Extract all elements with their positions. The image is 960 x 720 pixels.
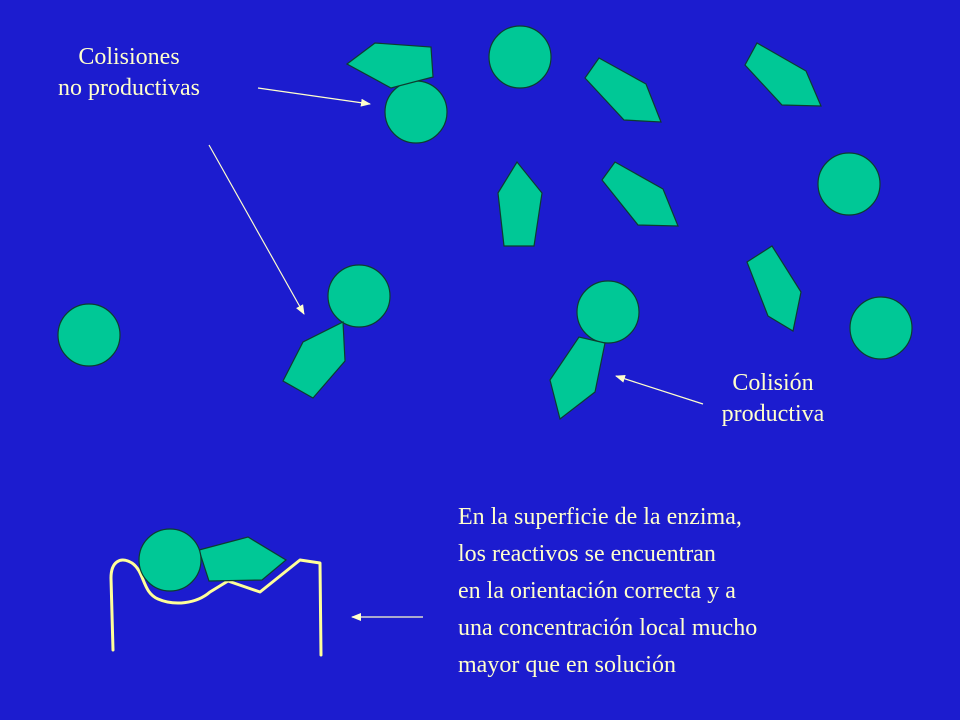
pentagon-molecule [497, 160, 543, 247]
label-line: productiva [721, 401, 825, 427]
bound-pentagon-molecule [198, 536, 288, 582]
enzyme-outline [109, 558, 323, 657]
circle-molecule [817, 152, 881, 216]
circle-molecule [576, 280, 640, 344]
pentagon-molecules [282, 42, 822, 421]
pentagon-molecule [345, 42, 434, 89]
pentagon-molecule [601, 161, 679, 227]
bound-circle-molecule [138, 528, 202, 592]
circle-molecules [57, 25, 913, 367]
pentagon-molecule [549, 336, 606, 421]
arrows [208, 87, 704, 621]
circle-molecule [57, 303, 121, 367]
circle-molecule [327, 264, 391, 328]
enzyme-complex [109, 528, 323, 657]
label-line: no productivas [58, 75, 200, 101]
circle-molecule [384, 80, 448, 144]
pentagon-molecule [282, 321, 346, 399]
label-line: una concentración local mucho [458, 615, 758, 641]
arrow-nonproductive-top [257, 87, 371, 107]
label-line: Colisiones [78, 44, 180, 70]
pentagon-molecule [584, 57, 662, 123]
arrow-nonproductive-bottom [208, 144, 305, 315]
pentagon-molecule [744, 42, 822, 107]
label-enzyme-surface-note: En la superficie de la enzima, los react… [458, 499, 757, 684]
label-non-productive-collisions: Colisiones no productivas [34, 42, 224, 104]
label-line: Colisión [732, 370, 814, 396]
circle-molecule [488, 25, 552, 89]
label-productive-collision: Colisión productiva [688, 368, 858, 430]
label-line: mayor que en solución [458, 652, 676, 678]
arrow-productive [615, 374, 704, 405]
label-line: En la superficie de la enzima, [458, 504, 742, 530]
label-line: los reactivos se encuentran [458, 541, 716, 567]
circle-molecule [849, 296, 913, 360]
pentagon-molecule [746, 245, 802, 332]
label-line: en la orientación correcta y a [458, 578, 736, 604]
